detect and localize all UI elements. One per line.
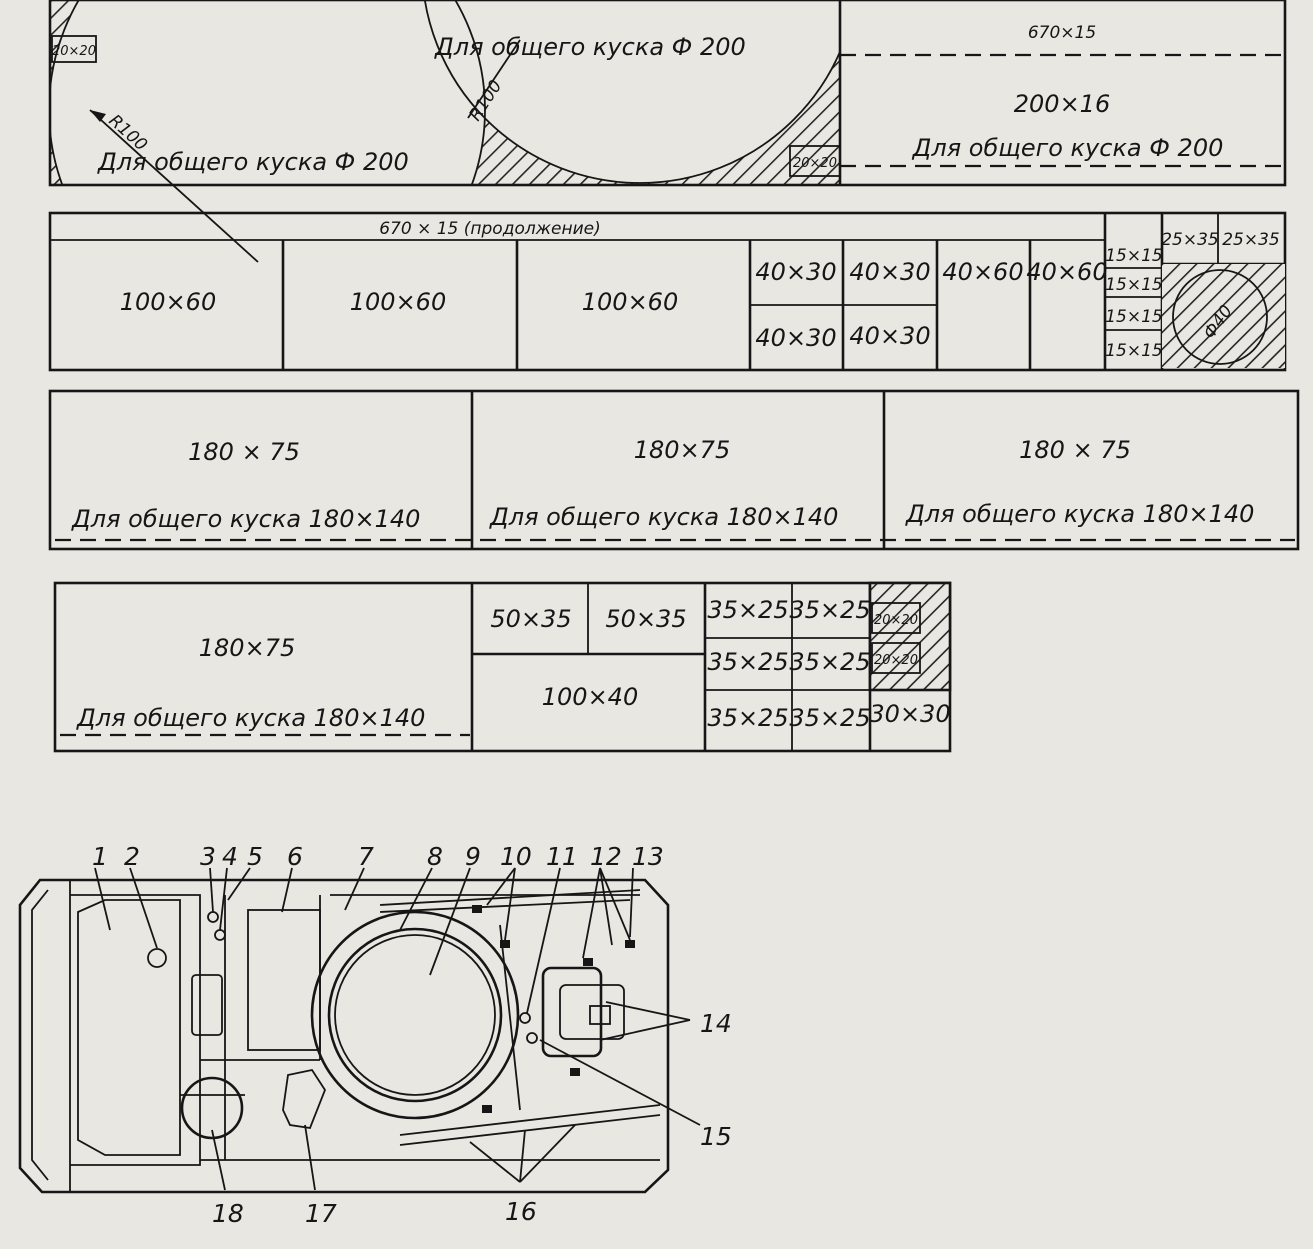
strip-2: 670 × 15 (продолжение) 100×60 100×60 100… (48, 211, 1287, 372)
strip-1-right-mid: 200×16 (1014, 90, 1110, 118)
cell-40x30: 40×30 (849, 258, 930, 286)
cell-180x75: 180 × 75 (1019, 436, 1131, 464)
label-7: 7 (358, 842, 374, 871)
cell-35x25: 35×25 (789, 596, 870, 624)
turret-ring (310, 910, 520, 1120)
cell-bottom-text: Для общего куска 180×140 (489, 503, 838, 531)
strip-2-header: 670 × 15 (продолжение) (379, 219, 601, 239)
cell-50x35: 50×35 (490, 605, 571, 633)
cell-bottom-text: Для общего куска 180×140 (905, 500, 1254, 528)
label-14: 14 (700, 1009, 732, 1038)
cell-25x35: 25×35 (1161, 230, 1219, 250)
hatch-18 (180, 1076, 244, 1140)
cell-100x60: 100×60 (582, 288, 678, 316)
label-12: 12 (590, 842, 622, 871)
label-15: 15 (700, 1122, 732, 1151)
cell-35x25: 35×25 (707, 648, 788, 676)
cell-180x75: 180 × 75 (188, 438, 300, 466)
label-4: 4 (222, 842, 238, 871)
label-11: 11 (546, 842, 578, 871)
part-17 (282, 1068, 327, 1129)
strip-1-border (48, 0, 1287, 187)
cell-100x60: 100×60 (120, 288, 216, 316)
label-18: 18 (212, 1199, 244, 1228)
cell-25x35: 25×35 (1222, 230, 1280, 250)
square-label: 20×20 (874, 613, 918, 628)
cell-40x60: 40×60 (942, 258, 1023, 286)
square-20x20-left (51, 35, 97, 63)
cell-35x25: 35×25 (789, 648, 870, 676)
strip-1-right-top: 670×15 (1028, 23, 1096, 43)
cell-15x15: 15×15 (1105, 275, 1163, 295)
hatch-14 (541, 966, 603, 1058)
label-13: 13 (632, 842, 664, 871)
square-20x20 (871, 642, 921, 674)
ammo-rack (247, 909, 321, 1051)
cell-40x30: 40×30 (755, 258, 836, 286)
cell-180x75: 180×75 (634, 436, 730, 464)
label-5: 5 (247, 842, 263, 871)
square-20x20-mid (789, 145, 841, 177)
cell-bottom-text: Для общего куска 180×140 (71, 505, 420, 533)
label-1: 1 (92, 842, 108, 871)
cell-30x30: 30×30 (869, 700, 950, 728)
label-17: 17 (305, 1199, 337, 1228)
strip-4: 180×75 Для общего куска 180×140 50×35 50… (53, 581, 952, 753)
turret (334, 934, 496, 1096)
cell-15x15: 15×15 (1105, 307, 1163, 327)
cell-35x25: 35×25 (707, 596, 788, 624)
cell-bottom-text: Для общего куска 180×140 (76, 704, 425, 732)
label-8: 8 (427, 842, 443, 871)
strip-3: 180 × 75 180×75 180 × 75 Для общего куск… (48, 389, 1300, 551)
strip-1-bottom-text: Для общего куска Ф 200 (97, 148, 409, 176)
radius-arrow (89, 109, 259, 263)
square-20x20 (871, 602, 921, 634)
cell-35x25: 35×25 (789, 704, 870, 732)
square-label: 20×20 (793, 156, 837, 171)
cell-50x35: 50×35 (605, 605, 686, 633)
cell-100x40: 100×40 (542, 683, 638, 711)
cell-180x75: 180×75 (199, 634, 295, 662)
square-label: 20×20 (52, 44, 96, 59)
strip-1: 20×20 R100 R100 Для общего куска Ф 200 Д… (48, 0, 1287, 263)
cell-40x30: 40×30 (849, 322, 930, 350)
cell-15x15: 15×15 (1105, 246, 1163, 266)
label-6: 6 (287, 842, 303, 871)
circle-blank-area (1162, 264, 1285, 368)
label-16: 16 (505, 1197, 537, 1226)
strip-1-right-bottom: Для общего куска Ф 200 (912, 134, 1224, 162)
label-2: 2 (124, 842, 140, 871)
hatch-plate (191, 974, 223, 1036)
square-label: 20×20 (874, 653, 918, 668)
hatched-scrap (870, 583, 950, 690)
vehicle-plan: 1 2 3 4 5 6 7 8 9 10 11 12 13 14 15 16 1… (18, 842, 732, 1228)
label-9: 9 (465, 842, 481, 871)
cell-40x60: 40×60 (1026, 258, 1107, 286)
label-10: 10 (500, 842, 532, 871)
cell-35x25: 35×25 (707, 704, 788, 732)
cell-15x15: 15×15 (1105, 341, 1163, 361)
hull-outline (18, 878, 670, 1194)
engine-radiator (77, 899, 181, 1156)
strip-1-hatched-area (50, 0, 840, 185)
cell-100x60: 100×60 (350, 288, 446, 316)
cell-40x30: 40×30 (755, 324, 836, 352)
label-3: 3 (200, 842, 216, 871)
strip-1-top-text: Для общего куска Ф 200 (434, 33, 746, 61)
strip-3-border (48, 389, 1300, 551)
